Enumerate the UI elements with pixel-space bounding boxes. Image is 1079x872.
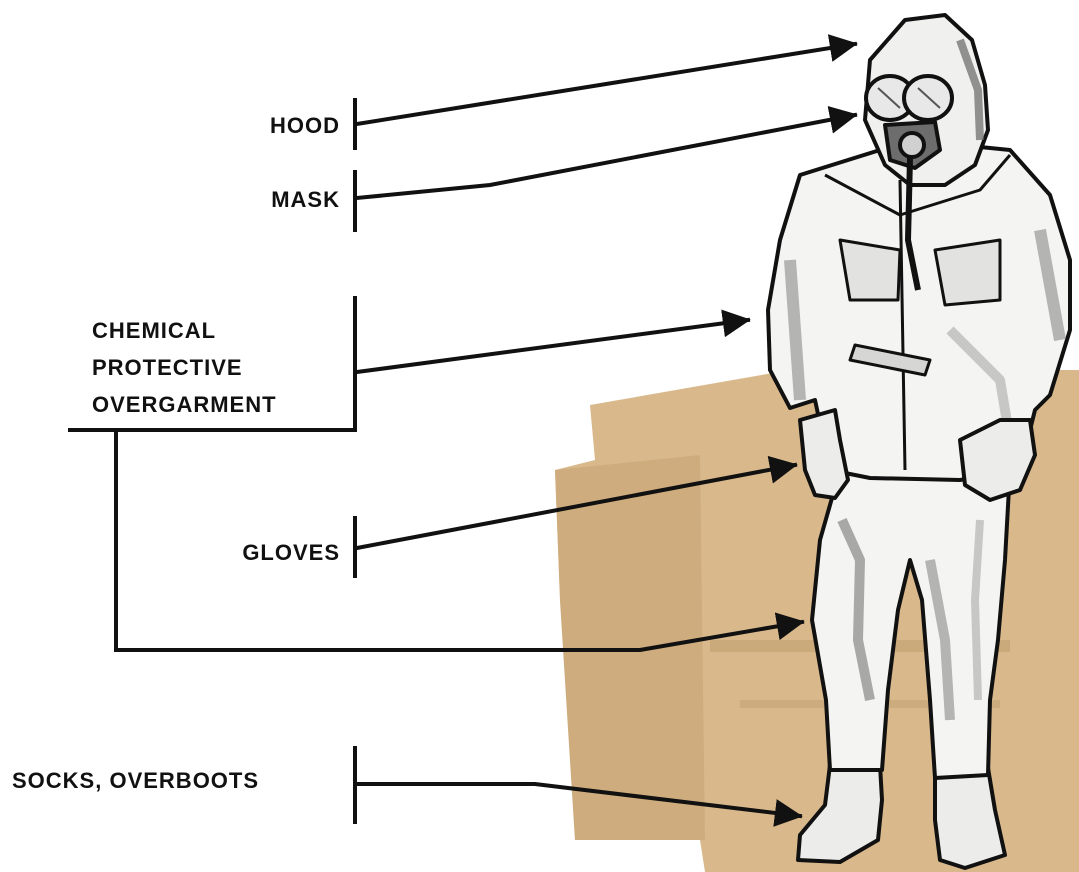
label-overgarment-line-2: PROTECTIVE bbox=[92, 355, 277, 381]
label-hood: HOOD bbox=[240, 113, 340, 139]
mask-arrow bbox=[357, 115, 855, 198]
label-overgarment-line-1: CHEMICAL bbox=[92, 318, 277, 344]
overgarment-arrow bbox=[357, 320, 748, 372]
label-socks-overboots: SOCKS, OVERBOOTS bbox=[12, 768, 259, 794]
label-gloves: GLOVES bbox=[200, 540, 340, 566]
label-overgarment-line-3: OVERGARMENT bbox=[92, 392, 277, 418]
hood-arrow bbox=[357, 44, 855, 124]
label-mask: MASK bbox=[240, 187, 340, 213]
label-overgarment: CHEMICAL PROTECTIVE OVERGARMENT bbox=[92, 318, 277, 418]
